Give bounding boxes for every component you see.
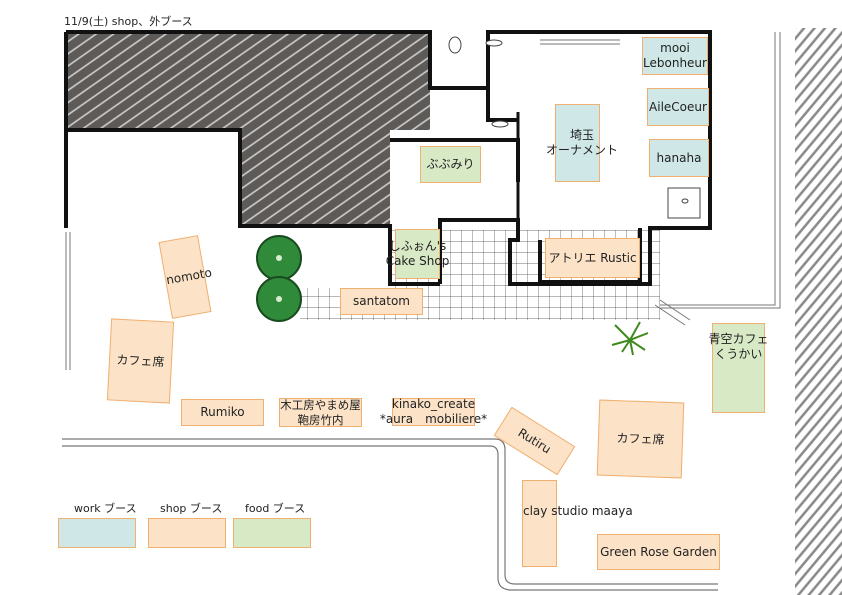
booth-ailecoeur[interactable]: AileCoeur [647,88,709,126]
booth-rumiko[interactable]: Rumiko [181,399,264,426]
booth-chiffon-cake-shop[interactable]: しふぉん's Cake Shop [386,229,449,279]
legend-swatch-work [58,518,136,548]
booth-cafe-seats-left[interactable]: カフェ席 [106,318,175,404]
booth-bubumiri[interactable]: ぶぶみり [420,146,481,183]
booth-label: 埼玉 オーナメント [546,128,619,157]
legend-label-food: food ブース [245,502,306,515]
booth-hanaha[interactable]: hanaha [649,139,709,177]
booth-mooi-lebonheur[interactable]: mooi Lebonheur [642,37,708,75]
booth-label: nomoto [164,264,213,287]
booth-aozora-cafe-kuukai[interactable]: 青空カフェ くうかい [709,323,769,413]
road-lines [62,438,718,591]
legend-swatch-shop [148,518,226,548]
booth-atelier-rustic[interactable]: アトリエ Rustic [545,238,640,278]
booth-santatom[interactable]: santatom [340,288,423,315]
plant-icon [611,321,649,356]
legend-swatch-food [233,518,311,548]
legend-label-shop: shop ブース [160,502,223,515]
right-hatched-area [795,28,842,595]
legend-label-work: work ブース [74,502,137,515]
building-walls [64,30,712,286]
booth-clay-studio-maaya[interactable]: clay studio maaya [522,480,633,567]
page-title: 11/9(土) shop、外ブース [64,15,193,28]
booth-kinako-create[interactable]: kinako_create *aura mobiliere* [379,397,488,426]
booth-mokkobo-yamameya[interactable]: 木工房やまめ屋 鞄房竹内 [279,397,362,427]
booth-green-rose-garden[interactable]: Green Rose Garden [597,534,720,570]
toilet-icons [448,36,701,219]
booth-cafe-seats-right[interactable]: カフェ席 [596,399,685,479]
booth-label: clay studio maaya [523,503,633,518]
tree-icons [256,235,302,322]
booth-saitama-ornament[interactable]: 埼玉 オーナメント [546,104,618,182]
shaded-building-area [66,32,430,226]
